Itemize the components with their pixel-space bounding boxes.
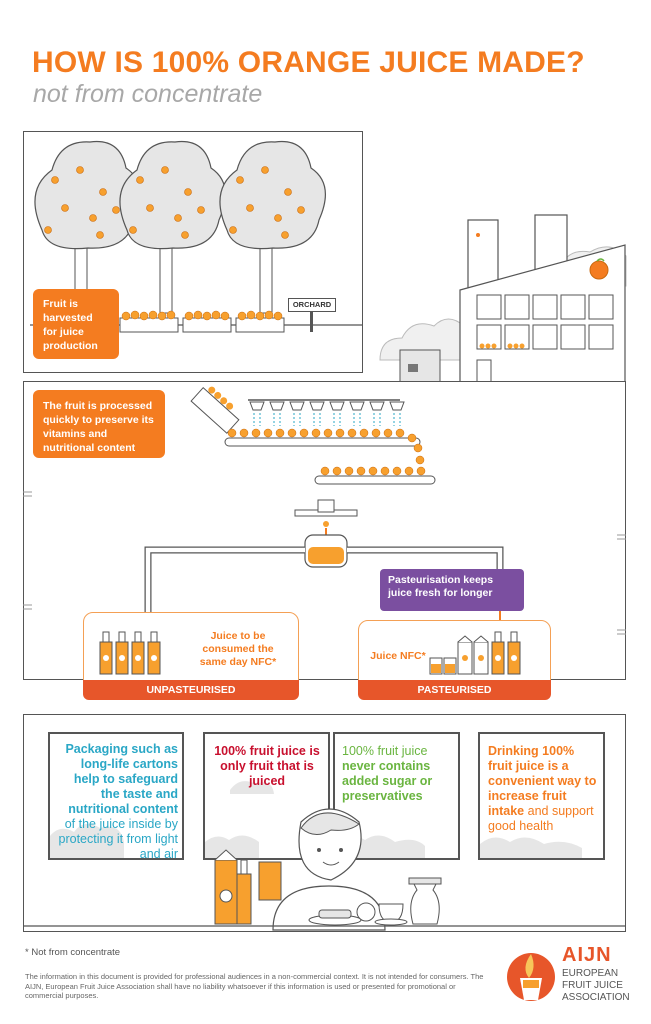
pasteurised-text: Juice NFC* — [370, 650, 426, 662]
message-only-fruit: 100% fruit juice is only fruit that is j… — [214, 744, 320, 788]
message-no-sugar: 100% fruit juice never contains added su… — [342, 744, 433, 803]
tree-middle — [119, 140, 226, 314]
aijn-logo-line1: EUROPEAN — [562, 968, 619, 979]
pasteurised-products — [429, 631, 521, 675]
message-health: Drinking 100% fruit juice is a convenien… — [488, 744, 597, 833]
harvest-illustration — [30, 140, 627, 383]
aijn-logo-abbr: AIJN — [562, 944, 612, 966]
unpasteurised-text: Juice to be consumed the same day NFC* — [199, 630, 277, 668]
aijn-logo-icon — [507, 953, 555, 1001]
pasteurisation-note: Pasteurisation keeps juice fresh for lon… — [380, 569, 524, 611]
tree-right — [219, 140, 326, 314]
kitchen-illustration — [23, 808, 626, 931]
disclaimer: The information in this document is prov… — [25, 972, 484, 1000]
aijn-logo-line2: FRUIT JUICE — [562, 980, 623, 991]
tree-left — [34, 140, 141, 314]
aijn-logo: AIJN EUROPEAN FRUIT JUICE ASSOCIATION — [506, 944, 636, 1018]
aijn-logo-line3: ASSOCIATION — [562, 992, 630, 1003]
pasteurised-band: PASTEURISED — [358, 680, 551, 700]
harvest-caption: Fruit is harvested for juice production — [33, 289, 119, 359]
orchard-sign-label: ORCHARD — [292, 300, 332, 309]
unpasteurised-bottles — [99, 631, 161, 675]
page-subtitle: not from concentrate — [33, 80, 263, 108]
orchard-sign: ORCHARD — [288, 298, 336, 312]
page-title: HOW IS 100% ORANGE JUICE MADE? — [32, 46, 585, 79]
unpasteurised-band: UNPASTEURISED — [83, 680, 299, 700]
processing-caption: The fruit is processed quickly to preser… — [33, 390, 165, 458]
footnote: * Not from concentrate — [25, 947, 121, 958]
message-packaging: Packaging such as long-life cartons help… — [58, 742, 179, 861]
